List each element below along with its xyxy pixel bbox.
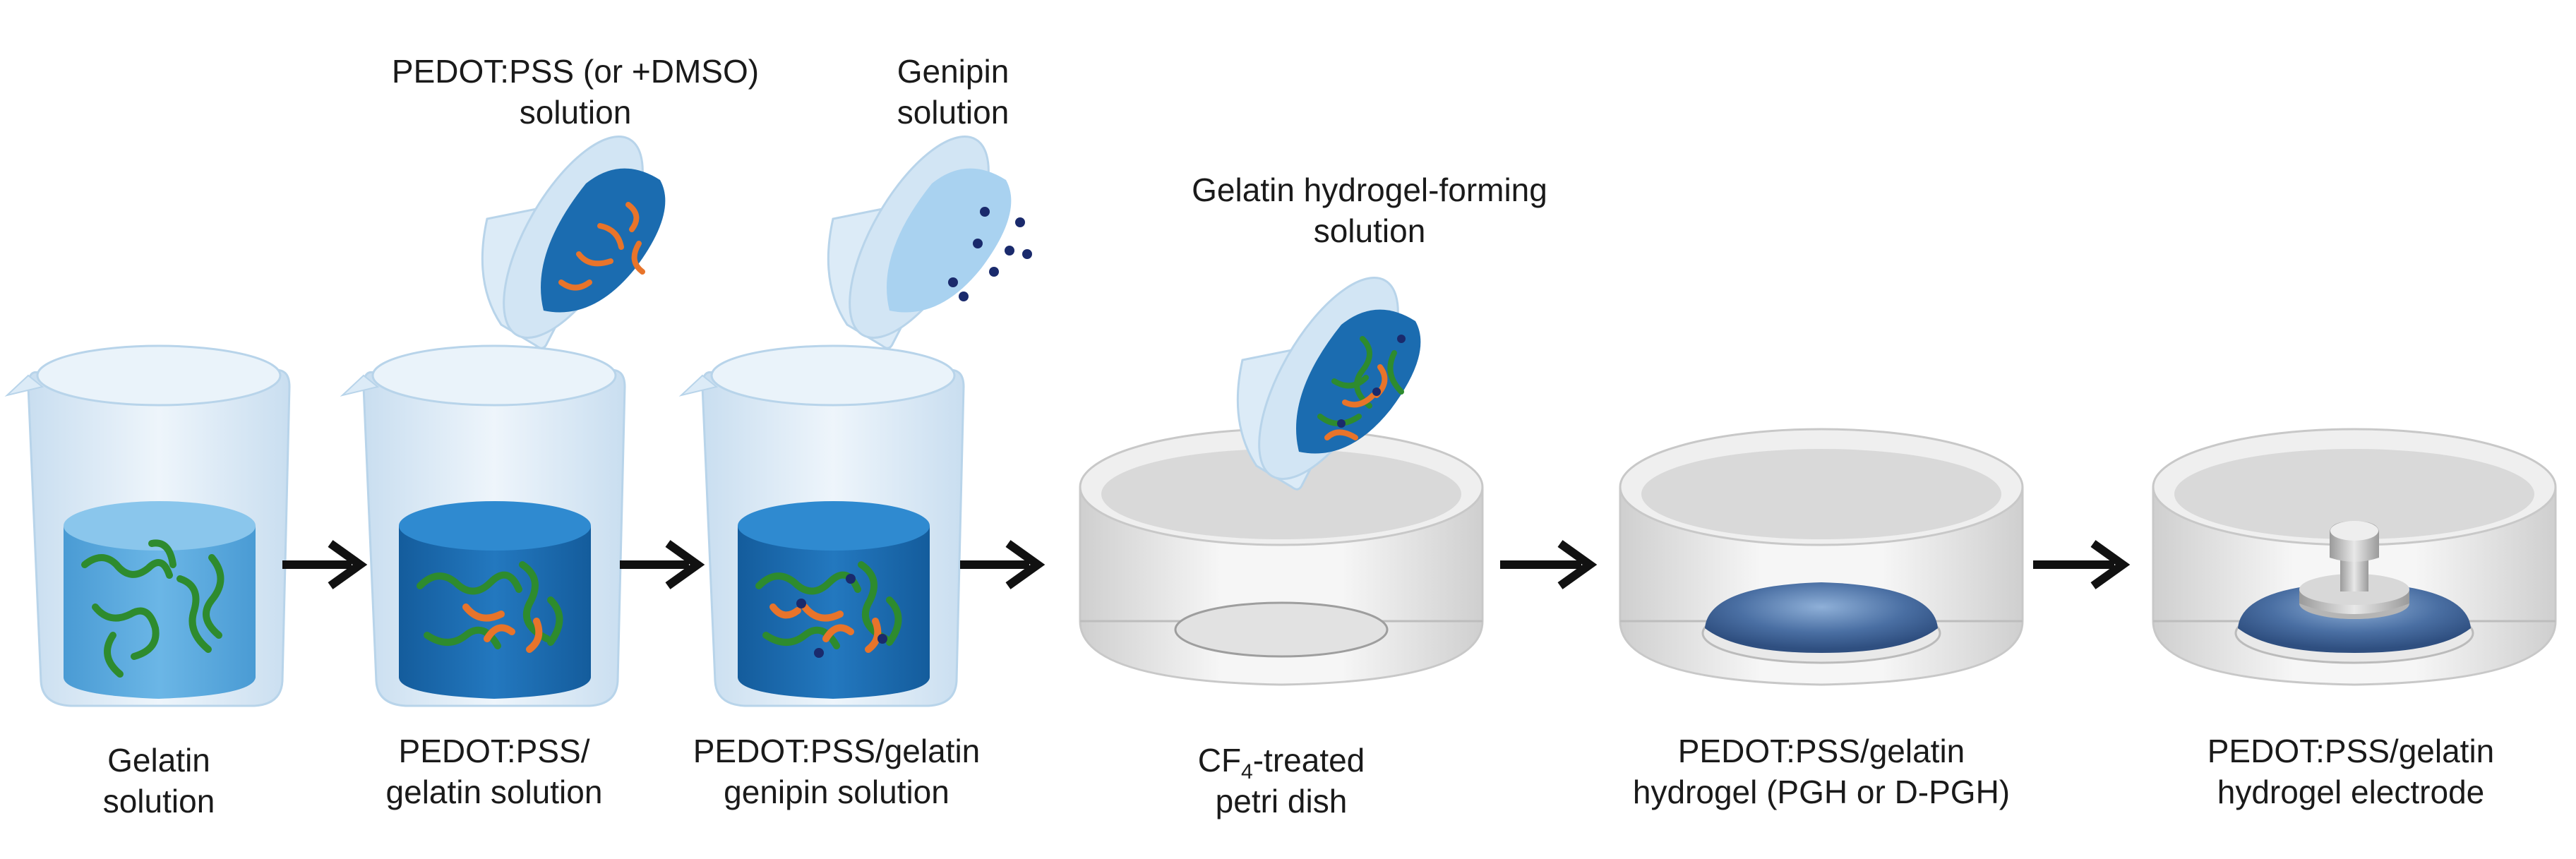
beaker-pedot-gelatin [340, 344, 626, 707]
label-line: PEDOT:PSS/gelatin [693, 733, 981, 769]
label-treated: -treated [1252, 742, 1365, 779]
petri-dish-hydrogel [1619, 428, 2024, 686]
petri-dish-electrode [2152, 428, 2557, 686]
label-line: PEDOT:PSS/ [398, 733, 590, 769]
label-line: CF4-treated [1175, 740, 1387, 784]
label-line: hydrogel (PGH or D-PGH) [1632, 774, 2011, 810]
pedot-gelatin-strands [417, 561, 563, 653]
gelatin-strands [81, 539, 224, 678]
label-line: solution [897, 94, 1010, 131]
arrow-3 [960, 540, 1046, 589]
arrow-5 [2033, 540, 2131, 589]
arrow-4 [1500, 540, 1598, 589]
label-line: hydrogel electrode [2217, 774, 2485, 810]
label-genipin-solution: Genipin solution [847, 51, 1059, 133]
label-step-4: CF4-treated petri dish [1175, 740, 1387, 822]
arrow-2 [620, 540, 705, 589]
label-line: Gelatin [107, 742, 210, 779]
label-gelatin-forming-solution: Gelatin hydrogel-forming solution [1158, 169, 1581, 251]
label-pedot-solution: PEDOT:PSS (or +DMSO) solution [385, 51, 766, 133]
label-step-3: PEDOT:PSS/gelatin genipin solution [674, 731, 999, 812]
pour-cup-pedot [481, 136, 666, 349]
label-line: petri dish [1215, 783, 1348, 819]
label-line: genipin solution [724, 774, 949, 810]
label-step-5: PEDOT:PSS/gelatin hydrogel (PGH or D-PGH… [1631, 731, 2012, 812]
pour-cup-gelatin-forming [1236, 277, 1421, 491]
genipin-dots [796, 574, 887, 658]
label-step-2: PEDOT:PSS/ gelatin solution [353, 731, 635, 812]
label-line: Gelatin hydrogel-forming [1192, 172, 1547, 208]
label-step-1: Gelatin solution [53, 740, 265, 822]
beaker-gelatin [4, 344, 291, 707]
label-line: PEDOT:PSS/gelatin [2207, 733, 2495, 769]
label-subscript: 4 [1241, 760, 1253, 784]
pour-cup-genipin [827, 136, 1032, 349]
label-line: PEDOT:PSS/gelatin [1677, 733, 1965, 769]
label-cf: CF [1197, 742, 1242, 779]
label-line: gelatin solution [385, 774, 603, 810]
label-line: Genipin [897, 53, 1010, 90]
label-line: solution [519, 94, 632, 131]
petri-dish-empty [1079, 428, 1484, 686]
genipin-strands [755, 561, 902, 653]
label-line: solution [1313, 212, 1426, 249]
label-step-6: PEDOT:PSS/gelatin hydrogel electrode [2188, 731, 2513, 812]
arrow-1 [282, 540, 368, 589]
hydrogel-disk [1705, 582, 1938, 653]
electrode-snap [2299, 521, 2409, 619]
beaker-genipin [678, 344, 965, 707]
label-line: PEDOT:PSS (or +DMSO) [391, 53, 760, 90]
label-line: solution [102, 783, 215, 819]
